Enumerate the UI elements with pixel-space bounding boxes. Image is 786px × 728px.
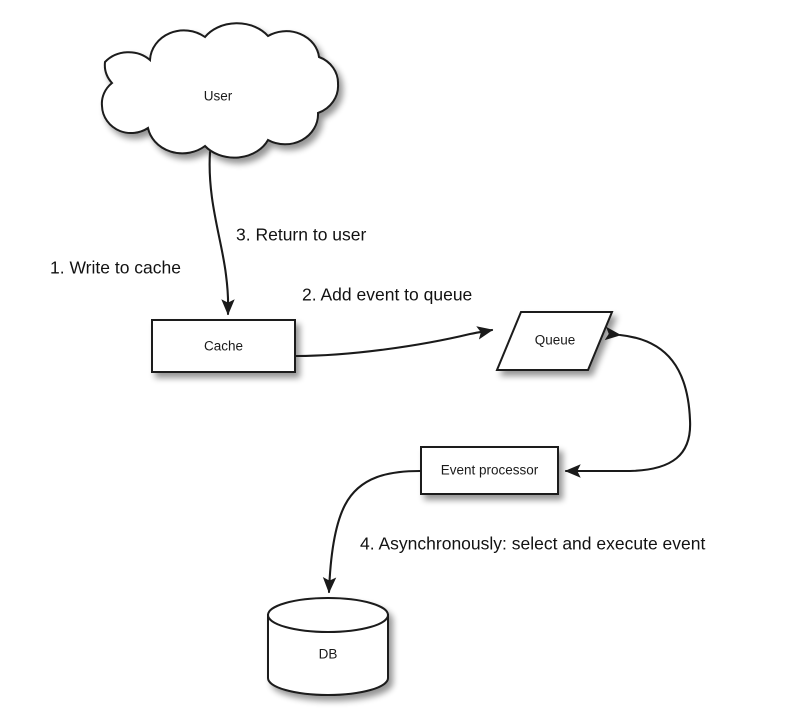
event-processor-rect [420, 446, 559, 495]
node-cache-label: Cache [204, 339, 243, 354]
node-event-processor[interactable] [420, 446, 559, 495]
connector-user-to-cache [208, 150, 235, 316]
node-db[interactable] [267, 597, 389, 696]
connector-queue-event-processor-loop [564, 326, 692, 478]
connector-event-processor-to-db [322, 469, 422, 594]
node-queue-label: Queue [535, 333, 576, 348]
cloud-shape [100, 22, 340, 159]
cache-rect [151, 319, 296, 373]
db-cylinder-top [267, 597, 389, 633]
node-cache[interactable] [151, 319, 296, 373]
connector-cache-to-queue [294, 326, 494, 358]
db-cylinder-body [267, 614, 389, 696]
node-user[interactable] [100, 22, 340, 159]
step-label-1: 1. Write to cache [50, 258, 181, 278]
node-event-processor-label: Event processor [441, 463, 539, 478]
step-label-2: 2. Add event to queue [302, 285, 472, 305]
step-label-4: 4. Asynchronously: select and execute ev… [360, 534, 705, 554]
node-db-label: DB [319, 647, 338, 662]
node-user-label: User [204, 89, 233, 104]
step-label-3: 3. Return to user [236, 225, 367, 245]
